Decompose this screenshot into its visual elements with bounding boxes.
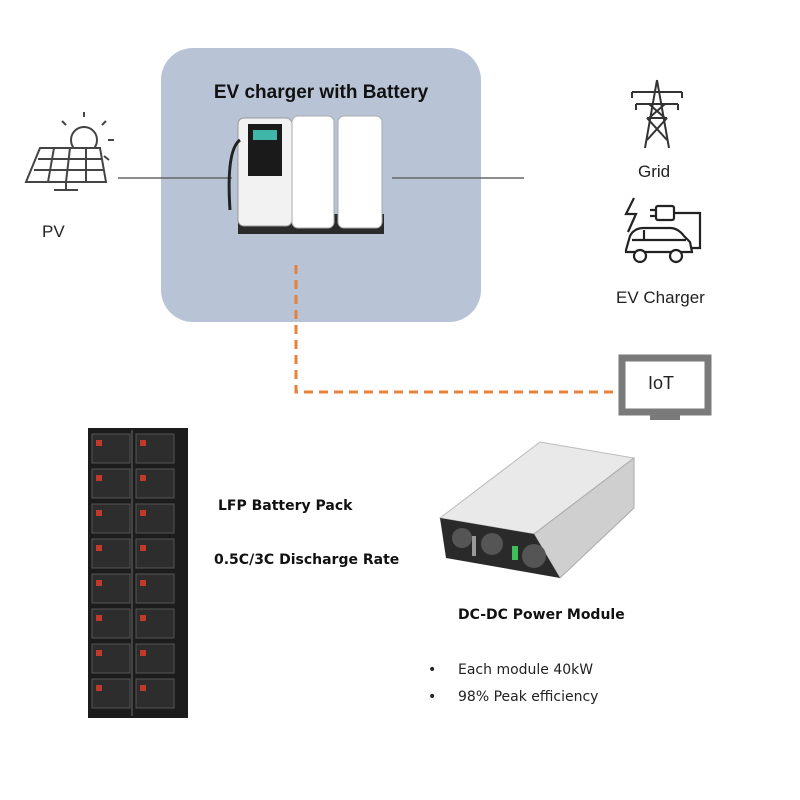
battery-module-cell bbox=[135, 608, 175, 639]
battery-status-led bbox=[140, 685, 146, 691]
power-module-icon bbox=[438, 441, 636, 579]
battery-rack-icon bbox=[88, 428, 188, 718]
battery-status-led bbox=[96, 475, 102, 481]
grid-label: Grid bbox=[638, 162, 671, 181]
battery-status-led bbox=[140, 545, 146, 551]
battery-status-led bbox=[140, 475, 146, 481]
battery-module-cell bbox=[91, 503, 131, 534]
battery-pack-label: LFP Battery Pack bbox=[218, 498, 353, 514]
power-module-label: DC-DC Power Module bbox=[458, 607, 625, 623]
battery-module-cell bbox=[135, 538, 175, 569]
list-item: •Each module 40kW bbox=[428, 661, 594, 678]
battery-module-cell bbox=[91, 678, 131, 709]
battery-module-cell bbox=[91, 538, 131, 569]
hub-title: EV charger with Battery bbox=[213, 82, 429, 103]
battery-module-cell bbox=[135, 468, 175, 499]
list-item: •98% Peak efficiency bbox=[428, 688, 599, 705]
battery-module-cell bbox=[91, 643, 131, 674]
battery-module-cell bbox=[135, 433, 175, 464]
module-specs-list: •Each module 40kW •98% Peak efficiency bbox=[428, 656, 598, 710]
battery-module-cell bbox=[91, 573, 131, 604]
battery-status-led bbox=[96, 615, 102, 621]
battery-module-cell bbox=[91, 433, 131, 464]
battery-status-led bbox=[96, 440, 102, 446]
battery-status-led bbox=[140, 580, 146, 586]
discharge-rate-label: 0.5C/3C Discharge Rate bbox=[214, 552, 400, 568]
battery-status-led bbox=[96, 685, 102, 691]
battery-status-led bbox=[96, 650, 102, 656]
battery-status-led bbox=[140, 650, 146, 656]
iot-label: IoT bbox=[648, 373, 675, 393]
battery-module-cell bbox=[135, 643, 175, 674]
battery-status-led bbox=[140, 615, 146, 621]
battery-status-led bbox=[96, 545, 102, 551]
battery-status-led bbox=[96, 510, 102, 516]
battery-status-led bbox=[140, 440, 146, 446]
transmission-tower-icon bbox=[631, 79, 683, 149]
ev-car-plug-icon bbox=[624, 197, 702, 264]
battery-module-cell bbox=[135, 503, 175, 534]
battery-module-cell bbox=[91, 608, 131, 639]
battery-module-cell bbox=[91, 468, 131, 499]
battery-module-cell bbox=[135, 678, 175, 709]
monitor-icon bbox=[618, 354, 712, 420]
battery-status-led bbox=[96, 580, 102, 586]
battery-status-led bbox=[140, 510, 146, 516]
ev-charger-cabinet-icon bbox=[227, 115, 384, 234]
ev-charger-label: EV Charger bbox=[616, 288, 705, 307]
battery-module-cell bbox=[135, 573, 175, 604]
pv-label: PV bbox=[42, 222, 65, 241]
solar-panel-icon bbox=[24, 147, 108, 191]
iot-dashed-link bbox=[294, 265, 622, 394]
